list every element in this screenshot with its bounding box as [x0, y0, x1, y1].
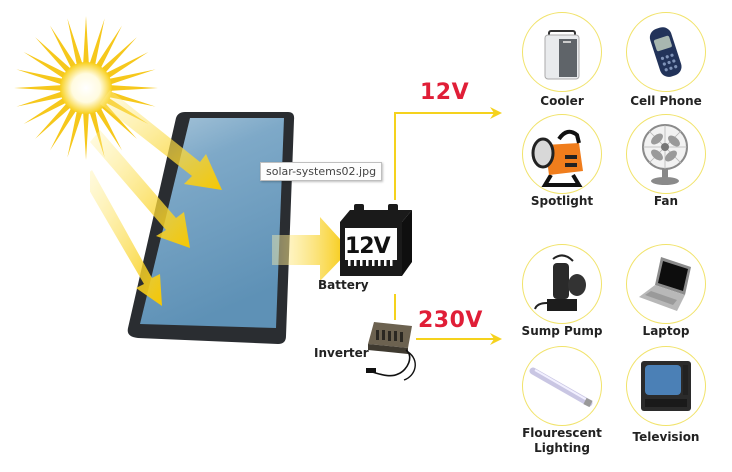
arrowhead-12v: [490, 107, 502, 119]
panel-to-battery-arrow: [272, 217, 350, 281]
fluorescent-tube-icon: [529, 367, 593, 408]
device-circle-cell-phone: [626, 12, 706, 92]
device-circle-spotlight: [522, 114, 602, 194]
connector-line-12v-vertical: [394, 114, 396, 200]
device-label-laptop: Laptop: [642, 324, 690, 338]
sun-icon: [14, 16, 158, 160]
voltage-label-12v: 12V: [420, 80, 470, 105]
connector-line-12v-horizontal: [394, 112, 494, 114]
device-circle-laptop: [626, 244, 706, 324]
battery-voltage-badge: 12V: [345, 234, 391, 259]
battery-label: Battery: [318, 278, 369, 292]
device-circle-fluorescent: [522, 346, 602, 426]
sump-pump-icon: [534, 254, 586, 311]
device-label-cell-phone: Cell Phone: [630, 94, 702, 108]
sun-rays-arrows: [90, 90, 222, 306]
device-label-fan: Fan: [653, 194, 679, 208]
cell-phone-icon: [649, 27, 682, 77]
filename-tooltip: solar-systems02.jpg: [260, 162, 383, 181]
spotlight-icon: [531, 129, 583, 187]
battery-icon: [340, 204, 412, 276]
inverter-icon: [366, 322, 416, 381]
device-circle-fan: [626, 114, 706, 194]
device-label-fluorescent-line2: Lighting: [534, 441, 590, 455]
fan-icon: [642, 124, 688, 185]
connector-line-battery-inverter: [394, 294, 396, 320]
device-label-fluorescent-line1: Flourescent: [522, 426, 602, 440]
laptop-icon: [639, 257, 691, 311]
solar-panel: [127, 112, 295, 344]
device-label-cooler: Cooler: [540, 94, 584, 108]
device-label-sump-pump: Sump Pump: [521, 324, 603, 338]
device-circle-cooler: [522, 12, 602, 92]
device-label-fluorescent: Flourescent Lighting: [514, 426, 610, 456]
device-circle-sump-pump: [522, 244, 602, 324]
television-icon: [641, 361, 691, 411]
cooler-icon: [544, 30, 580, 80]
device-circle-television: [626, 346, 706, 426]
device-label-television: Television: [632, 430, 700, 444]
device-label-spotlight: Spotlight: [530, 194, 594, 208]
arrowhead-230v: [490, 333, 502, 345]
voltage-label-230v: 230V: [418, 308, 483, 333]
inverter-label: Inverter: [314, 346, 369, 360]
connector-line-230v: [416, 338, 496, 340]
